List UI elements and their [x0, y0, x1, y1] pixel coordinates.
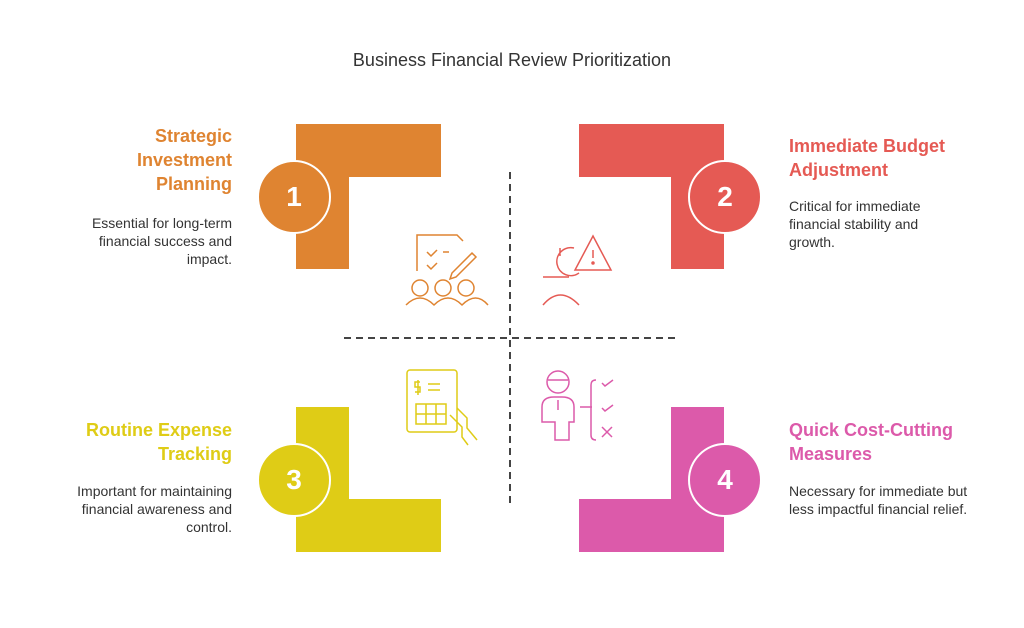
quadrant-2-heading: Immediate Budget Adjustment	[789, 136, 946, 180]
quadrant-3-heading: Routine Expense Tracking	[85, 420, 232, 464]
quadrant-1-description: Essential for long-term financial succes…	[91, 215, 232, 267]
quadrant-4-description: Necessary for immediate but less impactf…	[789, 483, 968, 517]
expense-sheet-hand-icon	[406, 369, 478, 446]
quadrant-3-shape	[296, 407, 441, 552]
quadrant-1-number-badge: 1	[257, 160, 331, 234]
quadrant-4-heading: Quick Cost-Cutting Measures	[789, 420, 953, 464]
quadrant-2-shape	[579, 124, 724, 269]
quadrant-1-shape	[296, 124, 441, 269]
euro-warning-person-icon	[542, 234, 613, 306]
page-title: Business Financial Review Prioritization	[352, 50, 672, 70]
person-decision-checklist-icon	[541, 370, 614, 441]
quadrant-4-shape	[579, 407, 724, 552]
quadrant-3-description: Important for maintaining financial awar…	[77, 483, 232, 535]
quadrant-2-description: Critical for immediate financial stabili…	[789, 198, 921, 250]
quadrant-2-number-badge: 2	[688, 160, 762, 234]
quadrant-4-number-badge: 4	[688, 443, 762, 517]
quadrant-1-heading: Strategic Investment Planning	[136, 126, 232, 194]
planning-team-icon	[405, 234, 489, 307]
quadrant-3-number-badge: 3	[257, 443, 331, 517]
